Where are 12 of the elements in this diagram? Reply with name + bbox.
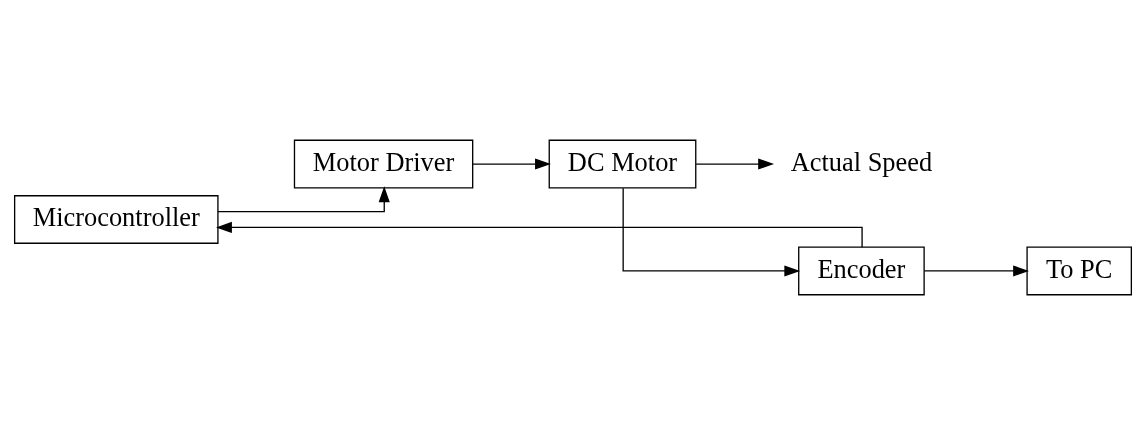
node-text: Actual Speed (790, 146, 933, 177)
node-box: Encoder (798, 246, 925, 296)
arrow (622, 187, 801, 277)
arrow (923, 265, 1029, 277)
node-box: DC Motor (548, 139, 697, 189)
node-box: To PC (1026, 246, 1132, 296)
arrow (695, 158, 775, 170)
node-box: Microcontroller (14, 195, 219, 244)
arrow (472, 158, 551, 170)
arrow (216, 221, 863, 248)
node-box: Motor Driver (293, 139, 474, 189)
arrow (217, 186, 390, 213)
